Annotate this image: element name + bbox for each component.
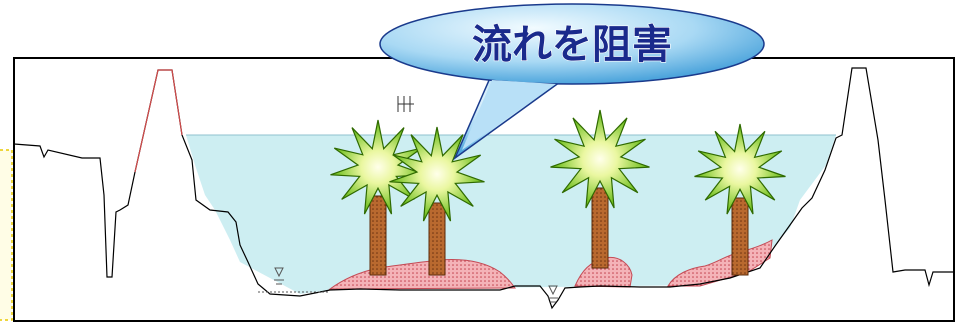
tree-canopy: [389, 126, 485, 222]
tree-icon: [694, 123, 786, 276]
side-note-box: [0, 149, 13, 321]
tree-trunk: [591, 187, 609, 269]
callout-bubble: 流れを阻害: [379, 3, 765, 161]
water-level-marker-icon: [258, 267, 328, 293]
tree-canopy: [330, 119, 426, 215]
tree-trunk: [428, 202, 446, 276]
fence-marks: [397, 96, 414, 112]
left-peak-highlight: [134, 69, 183, 173]
water-level-marker-icon: [548, 285, 558, 303]
callout-text: 流れを阻害: [472, 22, 672, 68]
terrain-profile-line: [13, 67, 954, 310]
tree-icon: [330, 119, 426, 276]
tree-trunk: [369, 195, 387, 276]
tree-canopy: [694, 123, 786, 215]
tree-icon: [550, 109, 650, 269]
tree-canopy: [550, 109, 650, 209]
tree-icon: [389, 126, 485, 276]
tree-trunk: [731, 197, 749, 276]
